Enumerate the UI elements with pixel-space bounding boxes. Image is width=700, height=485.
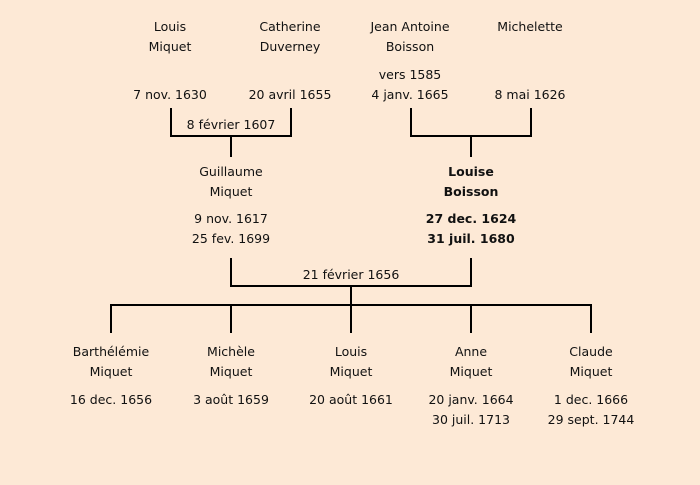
person-catherine-duverney: Catherine Duverney bbox=[210, 17, 370, 57]
child: Louis Miquet 20 août 1661 bbox=[271, 342, 431, 410]
last-name: Miquet bbox=[148, 39, 192, 54]
birth-date: 16 dec. 1656 bbox=[69, 392, 153, 407]
connector-parents bbox=[230, 258, 472, 305]
child: Barthélémie Miquet 16 dec. 1656 bbox=[31, 342, 191, 410]
birth-date: vers 1585 bbox=[378, 67, 442, 82]
first-name: Claude bbox=[569, 344, 613, 359]
child: Anne Miquet 20 janv. 1664 30 juil. 1713 bbox=[391, 342, 551, 430]
death-date: 25 fev. 1699 bbox=[191, 231, 271, 246]
last-name: Miquet bbox=[209, 364, 253, 379]
last-name: Miquet bbox=[569, 364, 613, 379]
person-louise-boisson: Louise Boisson 27 dec. 1624 31 juil. 168… bbox=[391, 162, 551, 249]
birth-date: 1 dec. 1666 bbox=[553, 392, 629, 407]
person-louis-miquet-senior: Louis Miquet bbox=[90, 17, 250, 57]
last-name: Miquet bbox=[209, 184, 253, 199]
date: 8 mai 1626 bbox=[494, 87, 566, 102]
first-name: Jean Antoine bbox=[370, 19, 450, 34]
first-name: Barthélémie bbox=[72, 344, 150, 359]
birth-date: 20 août 1661 bbox=[309, 392, 393, 407]
child: Claude Miquet 1 dec. 1666 29 sept. 1744 bbox=[511, 342, 671, 430]
birth-date: 20 janv. 1664 bbox=[428, 392, 514, 407]
first-name: Louise bbox=[448, 164, 494, 179]
person-michelette: Michelette bbox=[450, 17, 610, 37]
connector-children bbox=[110, 304, 592, 333]
child: Michèle Miquet 3 août 1659 bbox=[151, 342, 311, 410]
first-name: Michèle bbox=[207, 344, 255, 359]
first-name: Louis bbox=[153, 19, 187, 34]
last-name: Miquet bbox=[329, 364, 373, 379]
first-name: Anne bbox=[454, 344, 488, 359]
connector-left-grandparents bbox=[170, 108, 292, 157]
date: 7 nov. 1630 bbox=[133, 87, 207, 102]
last-name: Duverney bbox=[259, 39, 321, 54]
death-date: 29 sept. 1744 bbox=[547, 412, 635, 427]
death-date: 31 juil. 1680 bbox=[427, 231, 515, 246]
death-date: 30 juil. 1713 bbox=[432, 412, 510, 427]
person-jean-antoine-boisson: Jean Antoine Boisson bbox=[330, 17, 490, 57]
first-name: Guillaume bbox=[199, 164, 263, 179]
connector-right-grandparents bbox=[410, 108, 532, 157]
first-name: Catherine bbox=[259, 19, 321, 34]
marriage-date-left: 8 février 1607 bbox=[186, 117, 276, 132]
last-name: Miquet bbox=[89, 364, 133, 379]
date: 4 janv. 1665 bbox=[371, 87, 449, 102]
marriage-date-parents: 21 février 1656 bbox=[302, 267, 400, 282]
person-guillaume-miquet: Guillaume Miquet 9 nov. 1617 25 fev. 169… bbox=[151, 162, 311, 249]
last-name: Boisson bbox=[385, 39, 435, 54]
birth-date: 9 nov. 1617 bbox=[194, 211, 268, 226]
last-name: Miquet bbox=[449, 364, 493, 379]
date: 20 avril 1655 bbox=[248, 87, 332, 102]
first-name: Louis bbox=[334, 344, 368, 359]
last-name: Boisson bbox=[443, 184, 499, 199]
birth-date: 3 août 1659 bbox=[193, 392, 269, 407]
birth-date: 27 dec. 1624 bbox=[425, 211, 517, 226]
first-name: Michelette bbox=[497, 19, 563, 34]
